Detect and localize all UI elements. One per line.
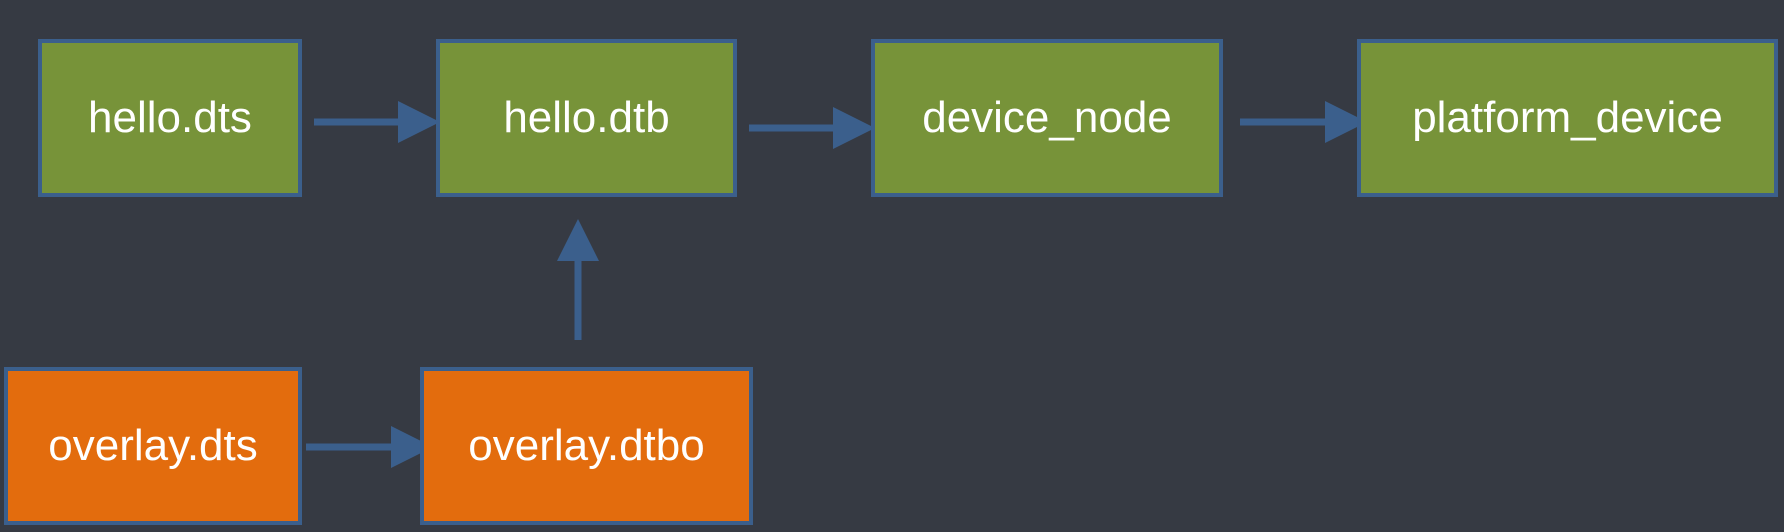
node-overlay-dtbo-label: overlay.dtbo bbox=[468, 421, 705, 470]
node-platform-device: platform_device bbox=[1357, 39, 1778, 197]
node-hello-dtb: hello.dtb bbox=[436, 39, 737, 197]
node-hello-dtb-label: hello.dtb bbox=[503, 93, 670, 142]
node-device-node: device_node bbox=[871, 39, 1223, 197]
node-overlay-dtbo: overlay.dtbo bbox=[420, 367, 753, 525]
node-hello-dts: hello.dts bbox=[38, 39, 302, 197]
node-device-node-label: device_node bbox=[922, 93, 1172, 142]
node-platform-device-label: platform_device bbox=[1412, 93, 1723, 142]
node-overlay-dts-label: overlay.dts bbox=[48, 421, 258, 470]
node-overlay-dts: overlay.dts bbox=[4, 367, 302, 525]
node-hello-dts-label: hello.dts bbox=[88, 93, 252, 142]
